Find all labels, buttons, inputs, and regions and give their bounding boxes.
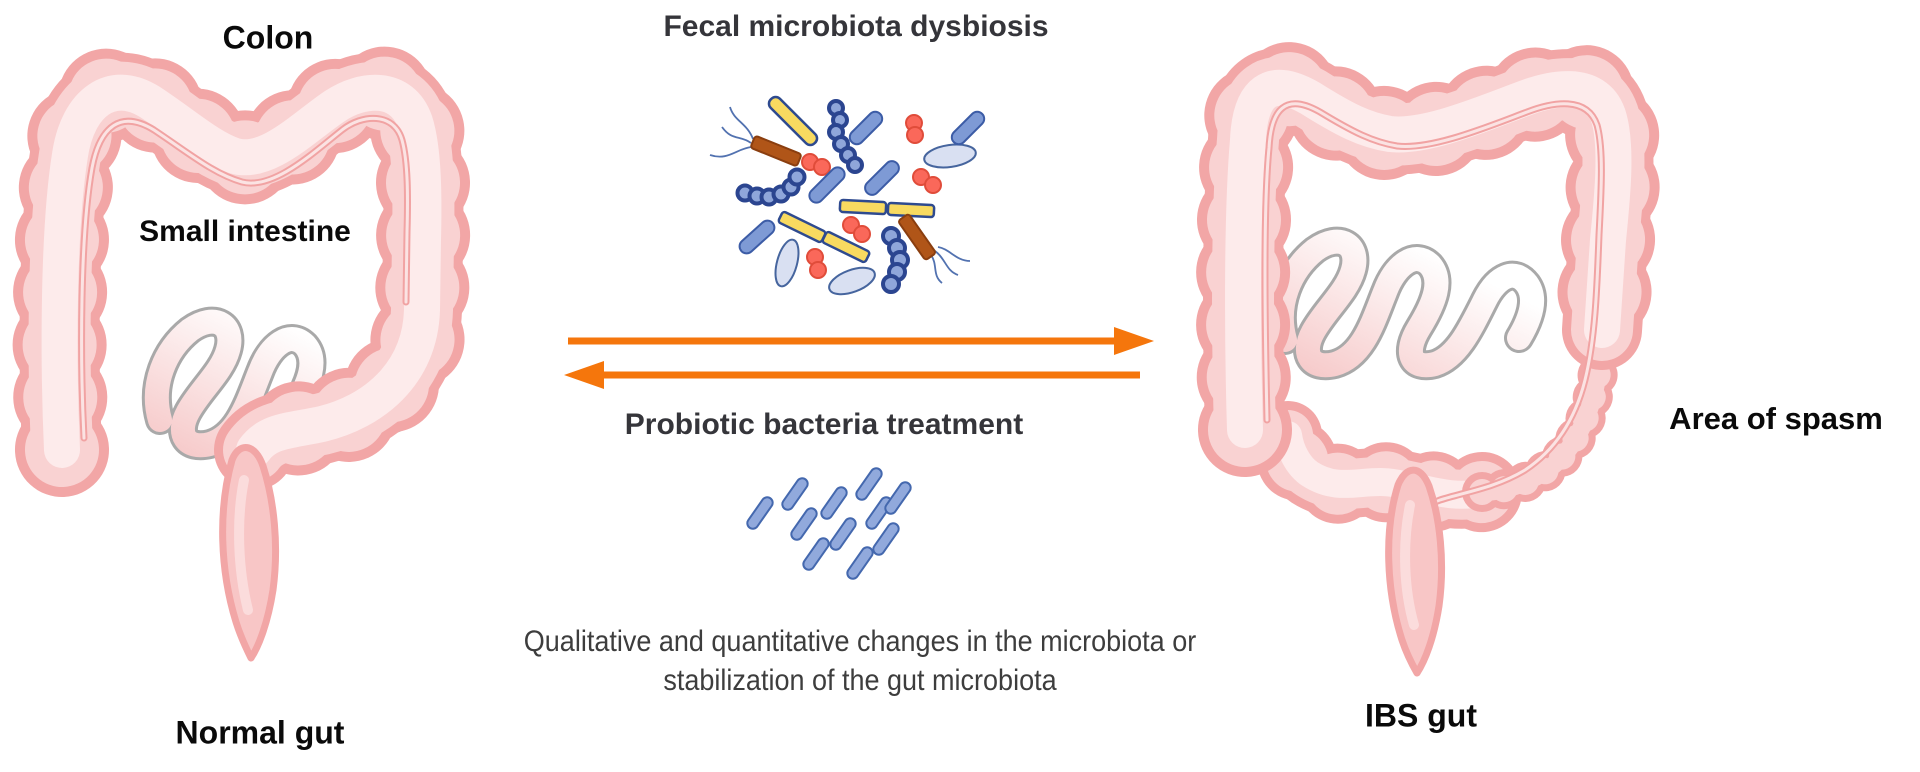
spasm-segment [1462, 310, 1622, 512]
segmented-rod-bacterium-icon [777, 210, 871, 264]
left-arrow-icon [564, 361, 1140, 389]
probiotic-rod-bacterium-icon [790, 507, 818, 541]
diplococcus-icon [806, 248, 827, 279]
probiotic-rod-bacterium-icon [829, 517, 857, 551]
diplococcus-icon [912, 168, 942, 194]
rod-bacterium-icon [864, 160, 900, 196]
probiotic-bacteria-cluster [746, 467, 912, 580]
oval-bacterium-icon [923, 143, 977, 169]
dysbiosis-bacteria-cluster [709, 95, 986, 296]
coccus-chain-icon [735, 167, 807, 207]
probiotic-rod-bacterium-icon [746, 496, 774, 530]
flagellated-bacterium-icon [709, 106, 802, 167]
normal-gut-illustration [12, 45, 471, 662]
rod-bacterium-icon [738, 219, 776, 255]
ibs-gut-illustration [1196, 40, 1661, 677]
normal-gut-label: Normal gut [175, 714, 345, 751]
probiotic-rod-bacterium-icon [872, 522, 900, 556]
oval-bacterium-icon [774, 238, 800, 288]
rectum-icon [219, 444, 280, 662]
caption-line-1: Qualitative and quantitative changes in … [523, 625, 1197, 658]
small-intestine-label: Small intestine [139, 215, 351, 248]
probiotic-rod-bacterium-icon [820, 486, 848, 520]
rod-bacterium-icon [808, 166, 846, 204]
probiotic-treatment-title: Probiotic bacteria treatment [624, 408, 1024, 441]
segmented-rod-bacterium-icon [838, 198, 936, 219]
colon-label: Colon [222, 19, 314, 56]
diplococcus-icon [801, 153, 831, 176]
probiotic-rod-bacterium-icon [846, 546, 874, 580]
coccus-chain-icon [827, 99, 864, 174]
rectum-icon [1385, 466, 1446, 677]
ibs-gut-label: IBS gut [1365, 697, 1477, 734]
right-arrow-icon [568, 327, 1154, 355]
small-intestine-icon [1266, 226, 1548, 381]
rod-bacterium-icon [848, 110, 884, 146]
probiotic-rod-bacterium-icon [855, 467, 883, 501]
probiotic-rod-bacterium-icon [781, 477, 809, 511]
colon-frame [1196, 40, 1661, 539]
oval-bacterium-icon [828, 266, 876, 296]
area-of-spasm-label: Area of spasm [1669, 401, 1883, 436]
exchange-arrows [564, 327, 1154, 389]
rod-bacterium-icon [950, 110, 986, 146]
probiotic-rod-bacterium-icon [802, 537, 830, 571]
probiotic-rod-bacterium-icon [884, 481, 912, 515]
rod-bacterium-icon [767, 95, 819, 147]
sigmoid-colon [1248, 395, 1522, 535]
fecal-dysbiosis-title: Fecal microbiota dysbiosis [663, 10, 1049, 43]
caption-text: Qualitative and quantitative changes in … [486, 622, 1233, 700]
diplococcus-icon [842, 216, 871, 243]
diplococcus-icon [905, 114, 924, 144]
flagellated-bacterium-icon [898, 213, 971, 284]
coccus-chain-icon [881, 226, 910, 294]
colon-frame [12, 45, 471, 497]
caption-line-2: stabilization of the gut microbiota [663, 664, 1057, 697]
